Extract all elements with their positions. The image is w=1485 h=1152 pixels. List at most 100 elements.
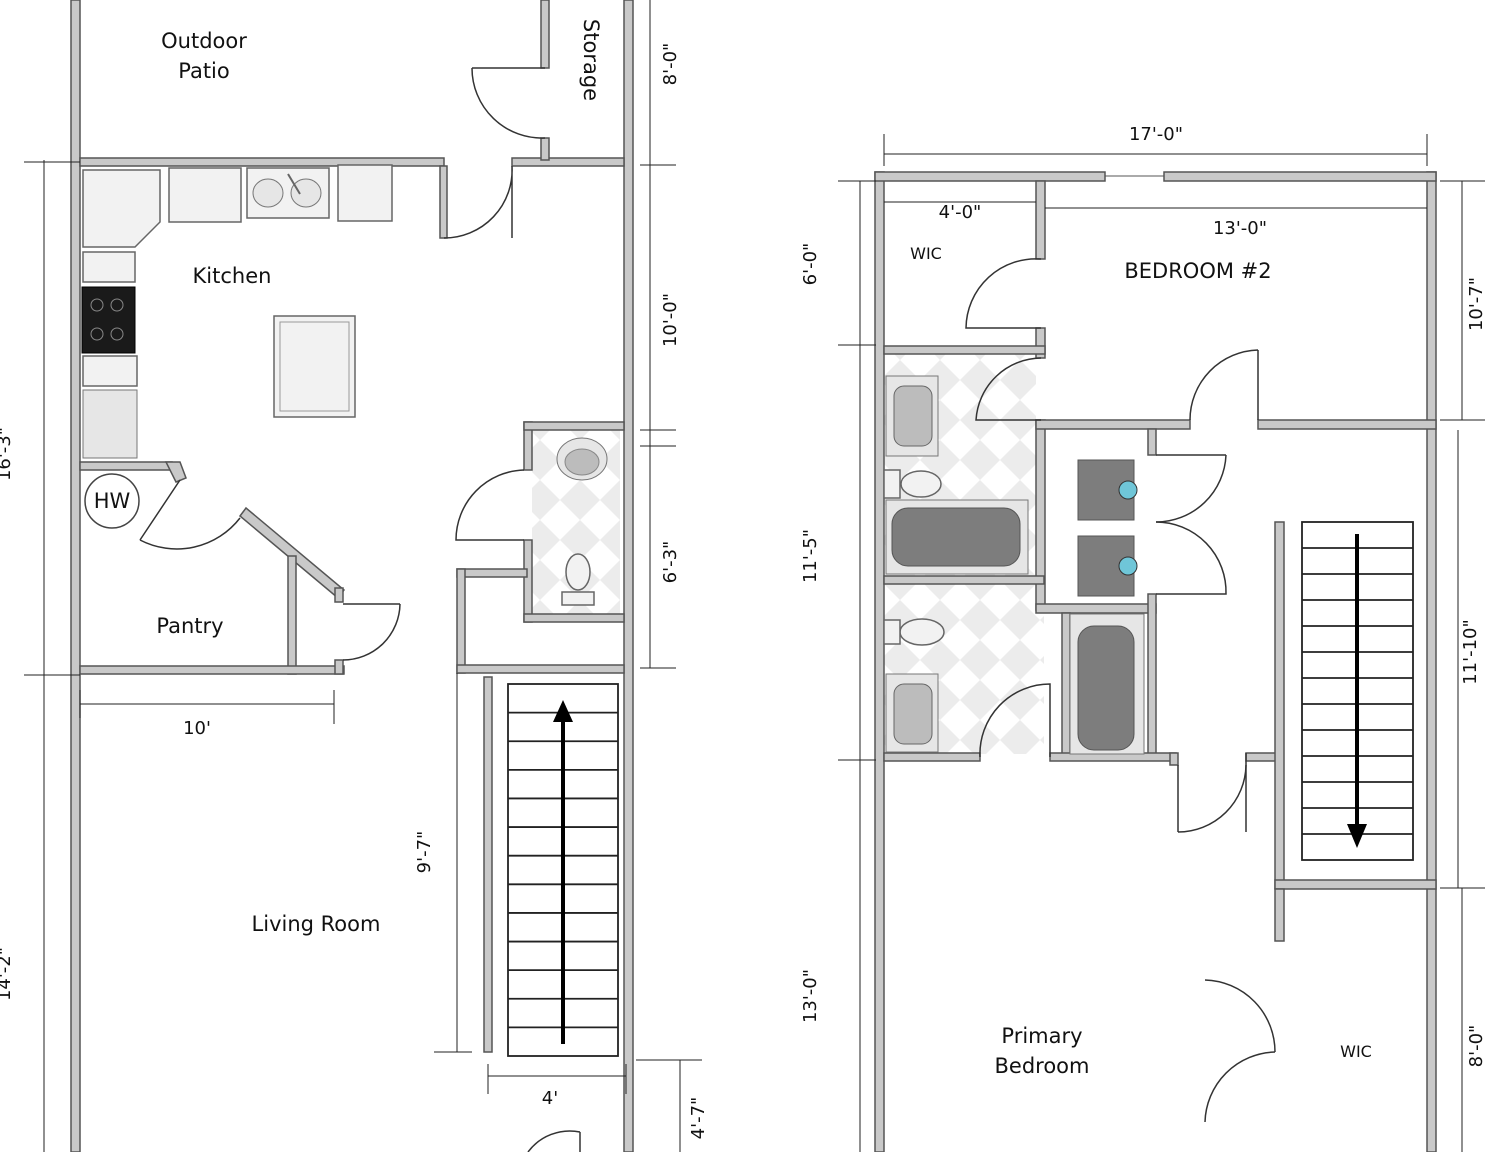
wall-storage-b bbox=[540, 137, 550, 161]
dishwasher bbox=[337, 164, 393, 222]
door-wic-lower-b[interactable] bbox=[1204, 1051, 1276, 1123]
door-half-bath[interactable] bbox=[455, 469, 525, 541]
label-bedroom2: BEDROOM #2 bbox=[1124, 259, 1271, 283]
stairs-down[interactable] bbox=[1301, 521, 1414, 861]
wall-kitchen-pantry bbox=[79, 461, 173, 471]
dim-bedroom2-depth: 10'-7" bbox=[1466, 277, 1485, 331]
wall-upper-top-right bbox=[1163, 171, 1437, 182]
wall-right bbox=[623, 0, 634, 1152]
burner bbox=[110, 327, 124, 341]
dim-stair-block: 11'-10" bbox=[1460, 619, 1481, 685]
kitchen-cabinet bbox=[168, 167, 242, 223]
wall-laundry-bottom bbox=[1035, 603, 1157, 614]
kitchen-island bbox=[273, 315, 356, 418]
door-bath1[interactable] bbox=[975, 357, 1042, 421]
wall-pantry-diagonal-a bbox=[164, 461, 187, 483]
sink-bowl-right bbox=[290, 178, 322, 208]
wall-hall-right bbox=[1245, 752, 1277, 762]
wall-wic-lower-left-a bbox=[1274, 888, 1285, 942]
dim-wic-width: 4'-0" bbox=[939, 202, 982, 223]
wall-bath2-right bbox=[1061, 612, 1071, 760]
washer-door-icon bbox=[1118, 480, 1138, 500]
wall-bath2-bottom-a bbox=[883, 752, 981, 762]
sink-bowl-left bbox=[252, 178, 284, 208]
toilet-1 bbox=[900, 470, 942, 498]
wall-laundry-right-top bbox=[1147, 428, 1157, 456]
ground-floor bbox=[24, 0, 702, 1152]
door-primary-left[interactable] bbox=[1177, 764, 1247, 833]
wall-stair-left bbox=[483, 676, 493, 1053]
wall-bath-top bbox=[523, 421, 625, 431]
wall-closet-left bbox=[456, 568, 466, 674]
refrigerator bbox=[82, 389, 138, 459]
dim-stair-run: 9'-7" bbox=[414, 831, 435, 874]
wall-upper-left bbox=[874, 171, 885, 1152]
burner bbox=[110, 298, 124, 312]
kitchen-cabinet-left bbox=[82, 251, 136, 283]
label-living-room: Living Room bbox=[252, 912, 381, 936]
kitchen-cabinet-left2 bbox=[82, 355, 138, 387]
door-storage[interactable] bbox=[471, 67, 546, 139]
dim-entry-depth: 4'-7" bbox=[688, 1097, 709, 1140]
label-outdoor-patio-2: Patio bbox=[178, 59, 230, 83]
dim-bath-depth: 6'-3" bbox=[660, 541, 681, 584]
label-wic-upper: WIC bbox=[910, 244, 942, 263]
wall-upper-top-left bbox=[874, 171, 1106, 182]
door-bath2[interactable] bbox=[979, 683, 1051, 758]
faucet bbox=[287, 173, 301, 195]
toilet-tank bbox=[561, 591, 595, 606]
door-laundry-bottom[interactable] bbox=[1155, 521, 1227, 595]
door-bedroom2[interactable] bbox=[1189, 349, 1259, 421]
toilet-2 bbox=[899, 618, 945, 646]
door-laundry-top[interactable] bbox=[1155, 454, 1227, 523]
label-hw: HW bbox=[94, 489, 131, 513]
wall-hall-stub bbox=[1169, 752, 1179, 766]
wall-bedroom2-bottom-b bbox=[1257, 419, 1437, 430]
kitchen-island-inner bbox=[279, 321, 350, 412]
wall-pantry-door-stub bbox=[334, 587, 344, 603]
bath-sink-bowl bbox=[564, 448, 600, 476]
door-wic-lower-a[interactable] bbox=[1204, 979, 1276, 1053]
wall-laundry-right-bottom bbox=[1147, 593, 1157, 755]
wall-bedroom2-bottom-a bbox=[1035, 419, 1191, 430]
wall-patio-kitchen-right bbox=[511, 157, 625, 167]
dim-bath-block: 11'-5" bbox=[800, 529, 821, 583]
door-wic-upper[interactable] bbox=[965, 258, 1042, 329]
toilet-2-tank bbox=[883, 619, 901, 645]
dim-bedroom2-width: 13'-0" bbox=[1213, 218, 1267, 239]
arrow-up-icon bbox=[553, 700, 573, 722]
door-entry[interactable] bbox=[527, 1130, 581, 1152]
wall-bath-divider bbox=[883, 575, 1045, 585]
stove bbox=[81, 286, 136, 354]
arrow-down-icon bbox=[1347, 824, 1367, 848]
dim-upper-width: 17'-0" bbox=[1129, 124, 1183, 145]
label-wic-lower: WIC bbox=[1340, 1042, 1372, 1061]
stairs-up[interactable] bbox=[507, 683, 619, 1057]
water-heater bbox=[84, 473, 140, 529]
kitchen-corner-cabinet bbox=[82, 169, 161, 248]
dimension-lines-right bbox=[838, 134, 1485, 1152]
dim-kitchen-depth: 10'-0" bbox=[660, 293, 681, 347]
wall-left bbox=[70, 0, 81, 1152]
dim-pantry-width: 10' bbox=[183, 718, 211, 739]
dim-primary-depth: 13'-0" bbox=[800, 969, 821, 1023]
dim-patio-depth: 8'-0" bbox=[660, 43, 681, 86]
toilet bbox=[565, 553, 591, 591]
wall-stair-upper-left bbox=[1274, 521, 1285, 889]
bathtub-1-basin bbox=[891, 507, 1021, 567]
dim-wic-lower-depth: 8'-0" bbox=[1466, 1025, 1485, 1068]
wall-bath-bottom bbox=[523, 613, 625, 623]
dimension-lines-left bbox=[24, 0, 702, 1152]
burner bbox=[90, 298, 104, 312]
wall-pantry-inner bbox=[287, 555, 297, 675]
wall-stair-upper-bottom bbox=[1274, 879, 1437, 890]
door-pantry-corner[interactable] bbox=[139, 479, 241, 550]
door-patio[interactable] bbox=[443, 165, 513, 239]
wall-storage-a bbox=[540, 0, 550, 69]
burner bbox=[90, 327, 104, 341]
dim-left-lower: 14'-2" bbox=[0, 947, 15, 1001]
toilet-1-tank bbox=[883, 469, 901, 499]
label-outdoor-patio-1: Outdoor bbox=[161, 29, 247, 53]
door-pantry[interactable] bbox=[342, 603, 401, 661]
